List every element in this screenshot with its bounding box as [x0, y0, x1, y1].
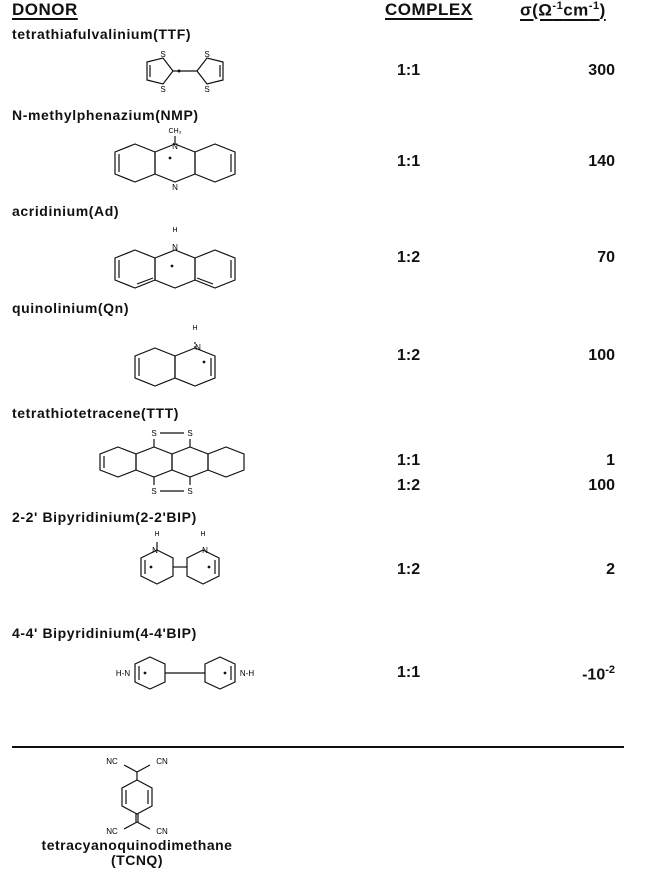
atom-n: N [172, 142, 178, 151]
group-nc: NC [106, 827, 118, 836]
atom-n: N [172, 183, 178, 192]
atom-s: S [151, 487, 156, 496]
atom-h: H [192, 325, 197, 332]
acceptor-name-line1: tetracyanoquinodimethane [41, 837, 233, 853]
complex-ratio: 1:2 [397, 249, 421, 266]
conductivity-value: 140 [588, 153, 615, 170]
column-header-complex: COMPLEX [385, 0, 473, 19]
atom-s: S [187, 487, 192, 496]
conductivity-value: 1 [606, 452, 615, 469]
group-nc: NC [106, 757, 118, 766]
column-header-conductivity: σ(Ω-1cm-1) [520, 0, 606, 20]
conductivity-value: 100 [588, 347, 615, 364]
atom-h: H [172, 227, 177, 234]
donor-name-22bip: 2-2' Bipyridinium(2-2'BIP) [12, 509, 197, 525]
conductivity-value: 70 [597, 249, 615, 266]
ttt-structure: S S S S [99, 429, 245, 496]
group-cn: CN [156, 827, 168, 836]
atom-n: N [195, 343, 201, 352]
acceptor-name-line2: (TCNQ) [111, 852, 163, 868]
atom-s: S [187, 429, 192, 438]
bipyridinium-22-structure: H H N N [140, 531, 220, 585]
complex-ratio: 1:1 [397, 664, 421, 681]
atom-n: N [202, 546, 208, 555]
complex-ratio: 1:2 [397, 561, 421, 578]
column-header-donor: DONOR [12, 0, 78, 19]
complex-ratio: 1:1 [397, 62, 421, 79]
atom-h: H [200, 531, 205, 538]
donor-name-ttf: tetrathiafulvalinium(TTF) [12, 26, 192, 42]
acridinium-structure: H N [114, 227, 236, 289]
atom-s: S [160, 85, 165, 94]
atom-s: S [160, 50, 165, 59]
quinolinium-structure: H N [134, 325, 216, 387]
atom-n: N [172, 243, 178, 252]
tcnq-structure: NC CN NC CN [106, 757, 168, 836]
atom-hn: H-N [116, 669, 130, 678]
atom-s: S [204, 50, 209, 59]
donor-name-nmp: N-methylphenazium(NMP) [12, 107, 199, 123]
complex-ratio: 1:2 [397, 477, 421, 494]
atom-ch3: CH₃ [169, 128, 182, 135]
atom-s: S [204, 85, 209, 94]
bipyridinium-44-structure: H-N N-H [116, 656, 254, 690]
donor-name-qn: quinolinium(Qn) [12, 300, 130, 316]
acceptor-name: tetracyanoquinodimethane (TCNQ) [12, 838, 262, 868]
atom-h: H [154, 531, 159, 538]
atom-s: S [151, 429, 156, 438]
complex-ratio: 1:1 [397, 452, 421, 469]
nmp-structure: CH₃ N N [114, 128, 236, 192]
complex-ratio: 1:1 [397, 153, 421, 170]
complex-ratio: 1:2 [397, 347, 421, 364]
donor-name-ad: acridinium(Ad) [12, 203, 120, 219]
atom-nh: N-H [240, 669, 254, 678]
conductivity-value: 100 [588, 477, 615, 494]
ttf-structure: S S S S [146, 50, 224, 94]
donor-name-44bip: 4-4' Bipyridinium(4-4'BIP) [12, 625, 197, 641]
atom-n: N [152, 546, 158, 555]
separator-rule [12, 746, 624, 748]
conductivity-value: -10-2 [582, 664, 615, 684]
donor-name-ttt: tetrathiotetracene(TTT) [12, 405, 180, 421]
conductivity-value: 2 [606, 561, 615, 578]
group-cn: CN [156, 757, 168, 766]
conductivity-value: 300 [588, 62, 615, 79]
